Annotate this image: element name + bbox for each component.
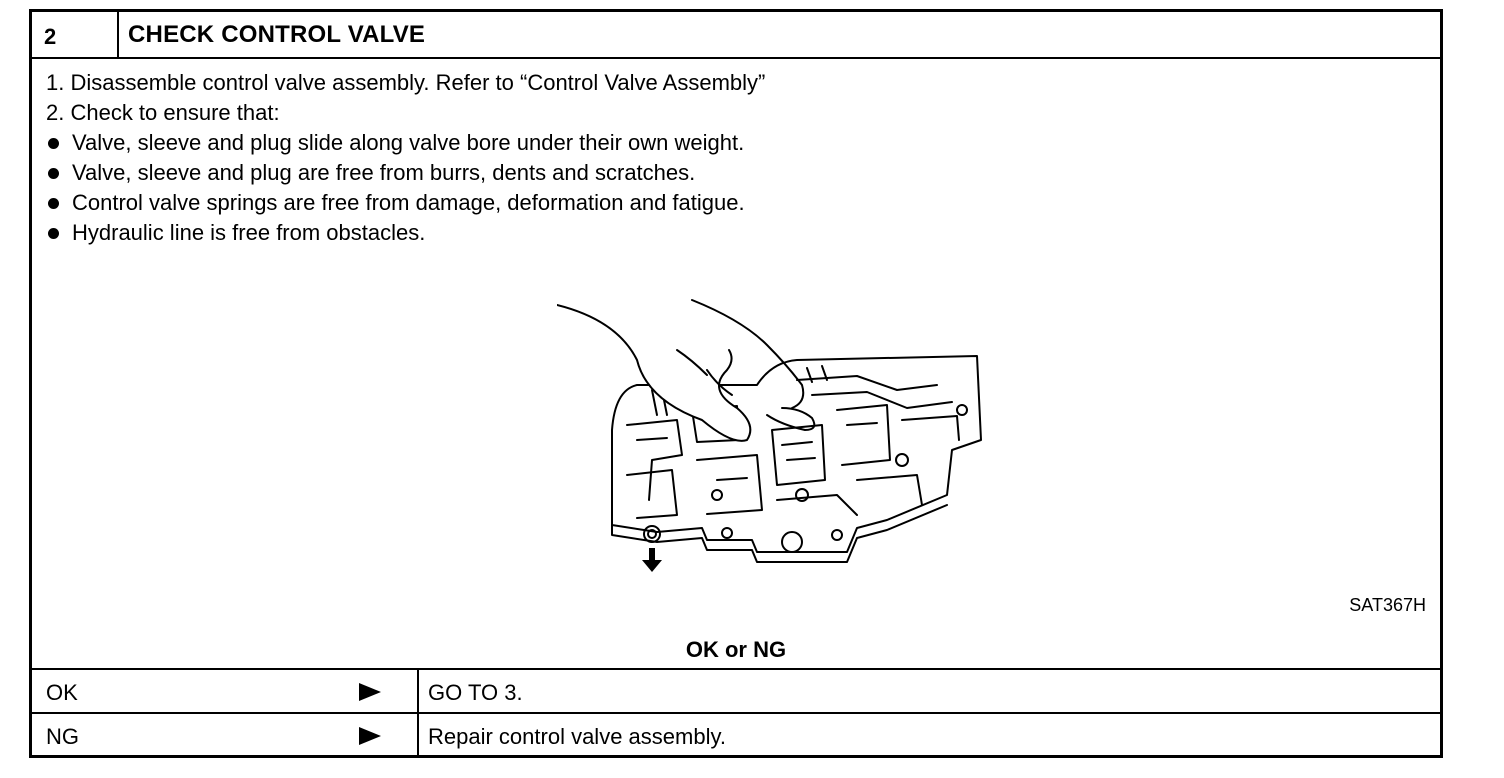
check-item-text: Hydraulic line is free from obstacles. xyxy=(72,220,426,245)
result-action: GO TO 3. xyxy=(428,680,523,705)
result-row-ok: OK GO TO 3. xyxy=(32,668,1440,714)
step-title: CHECK CONTROL VALVE xyxy=(128,21,426,48)
bullet-icon xyxy=(48,138,59,149)
check-item: Valve, sleeve and plug slide along valve… xyxy=(46,128,765,158)
result-label: OK xyxy=(46,680,78,705)
check-item: Valve, sleeve and plug are free from bur… xyxy=(46,158,765,188)
procedure-sheet: 2 CHECK CONTROL VALVE 1. Disassemble con… xyxy=(29,9,1443,758)
step-number: 2 xyxy=(32,12,119,57)
result-condition-cell: OK xyxy=(32,670,419,714)
result-condition-cell: NG xyxy=(32,714,419,758)
check-item-text: Valve, sleeve and plug slide along valve… xyxy=(72,130,745,155)
result-action: Repair control valve assembly. xyxy=(428,724,726,749)
check-item-text: Control valve springs are free from dama… xyxy=(72,190,745,215)
figure-code: SAT367H xyxy=(1349,595,1426,615)
instructions: 1. Disassemble control valve assembly. R… xyxy=(46,68,765,248)
bullet-icon xyxy=(48,198,59,209)
check-item: Hydraulic line is free from obstacles. xyxy=(46,218,765,248)
check-item-text: Valve, sleeve and plug are free from bur… xyxy=(72,160,696,185)
arrow-right-icon xyxy=(359,727,381,745)
bullet-icon xyxy=(48,168,59,179)
check-item: Control valve springs are free from dama… xyxy=(46,188,765,218)
control-valve-illustration xyxy=(557,299,982,572)
step-header: 2 CHECK CONTROL VALVE xyxy=(32,12,1440,59)
instruction-step: 2. Check to ensure that: xyxy=(46,100,280,125)
result-label: NG xyxy=(46,724,79,749)
instruction-step: 1. Disassemble control valve assembly. R… xyxy=(46,70,766,95)
arrow-right-icon xyxy=(359,683,381,701)
bullet-icon xyxy=(48,228,59,239)
result-row-ng: NG Repair control valve assembly. xyxy=(32,712,1440,758)
result-prompt: OK or NG xyxy=(685,637,787,662)
